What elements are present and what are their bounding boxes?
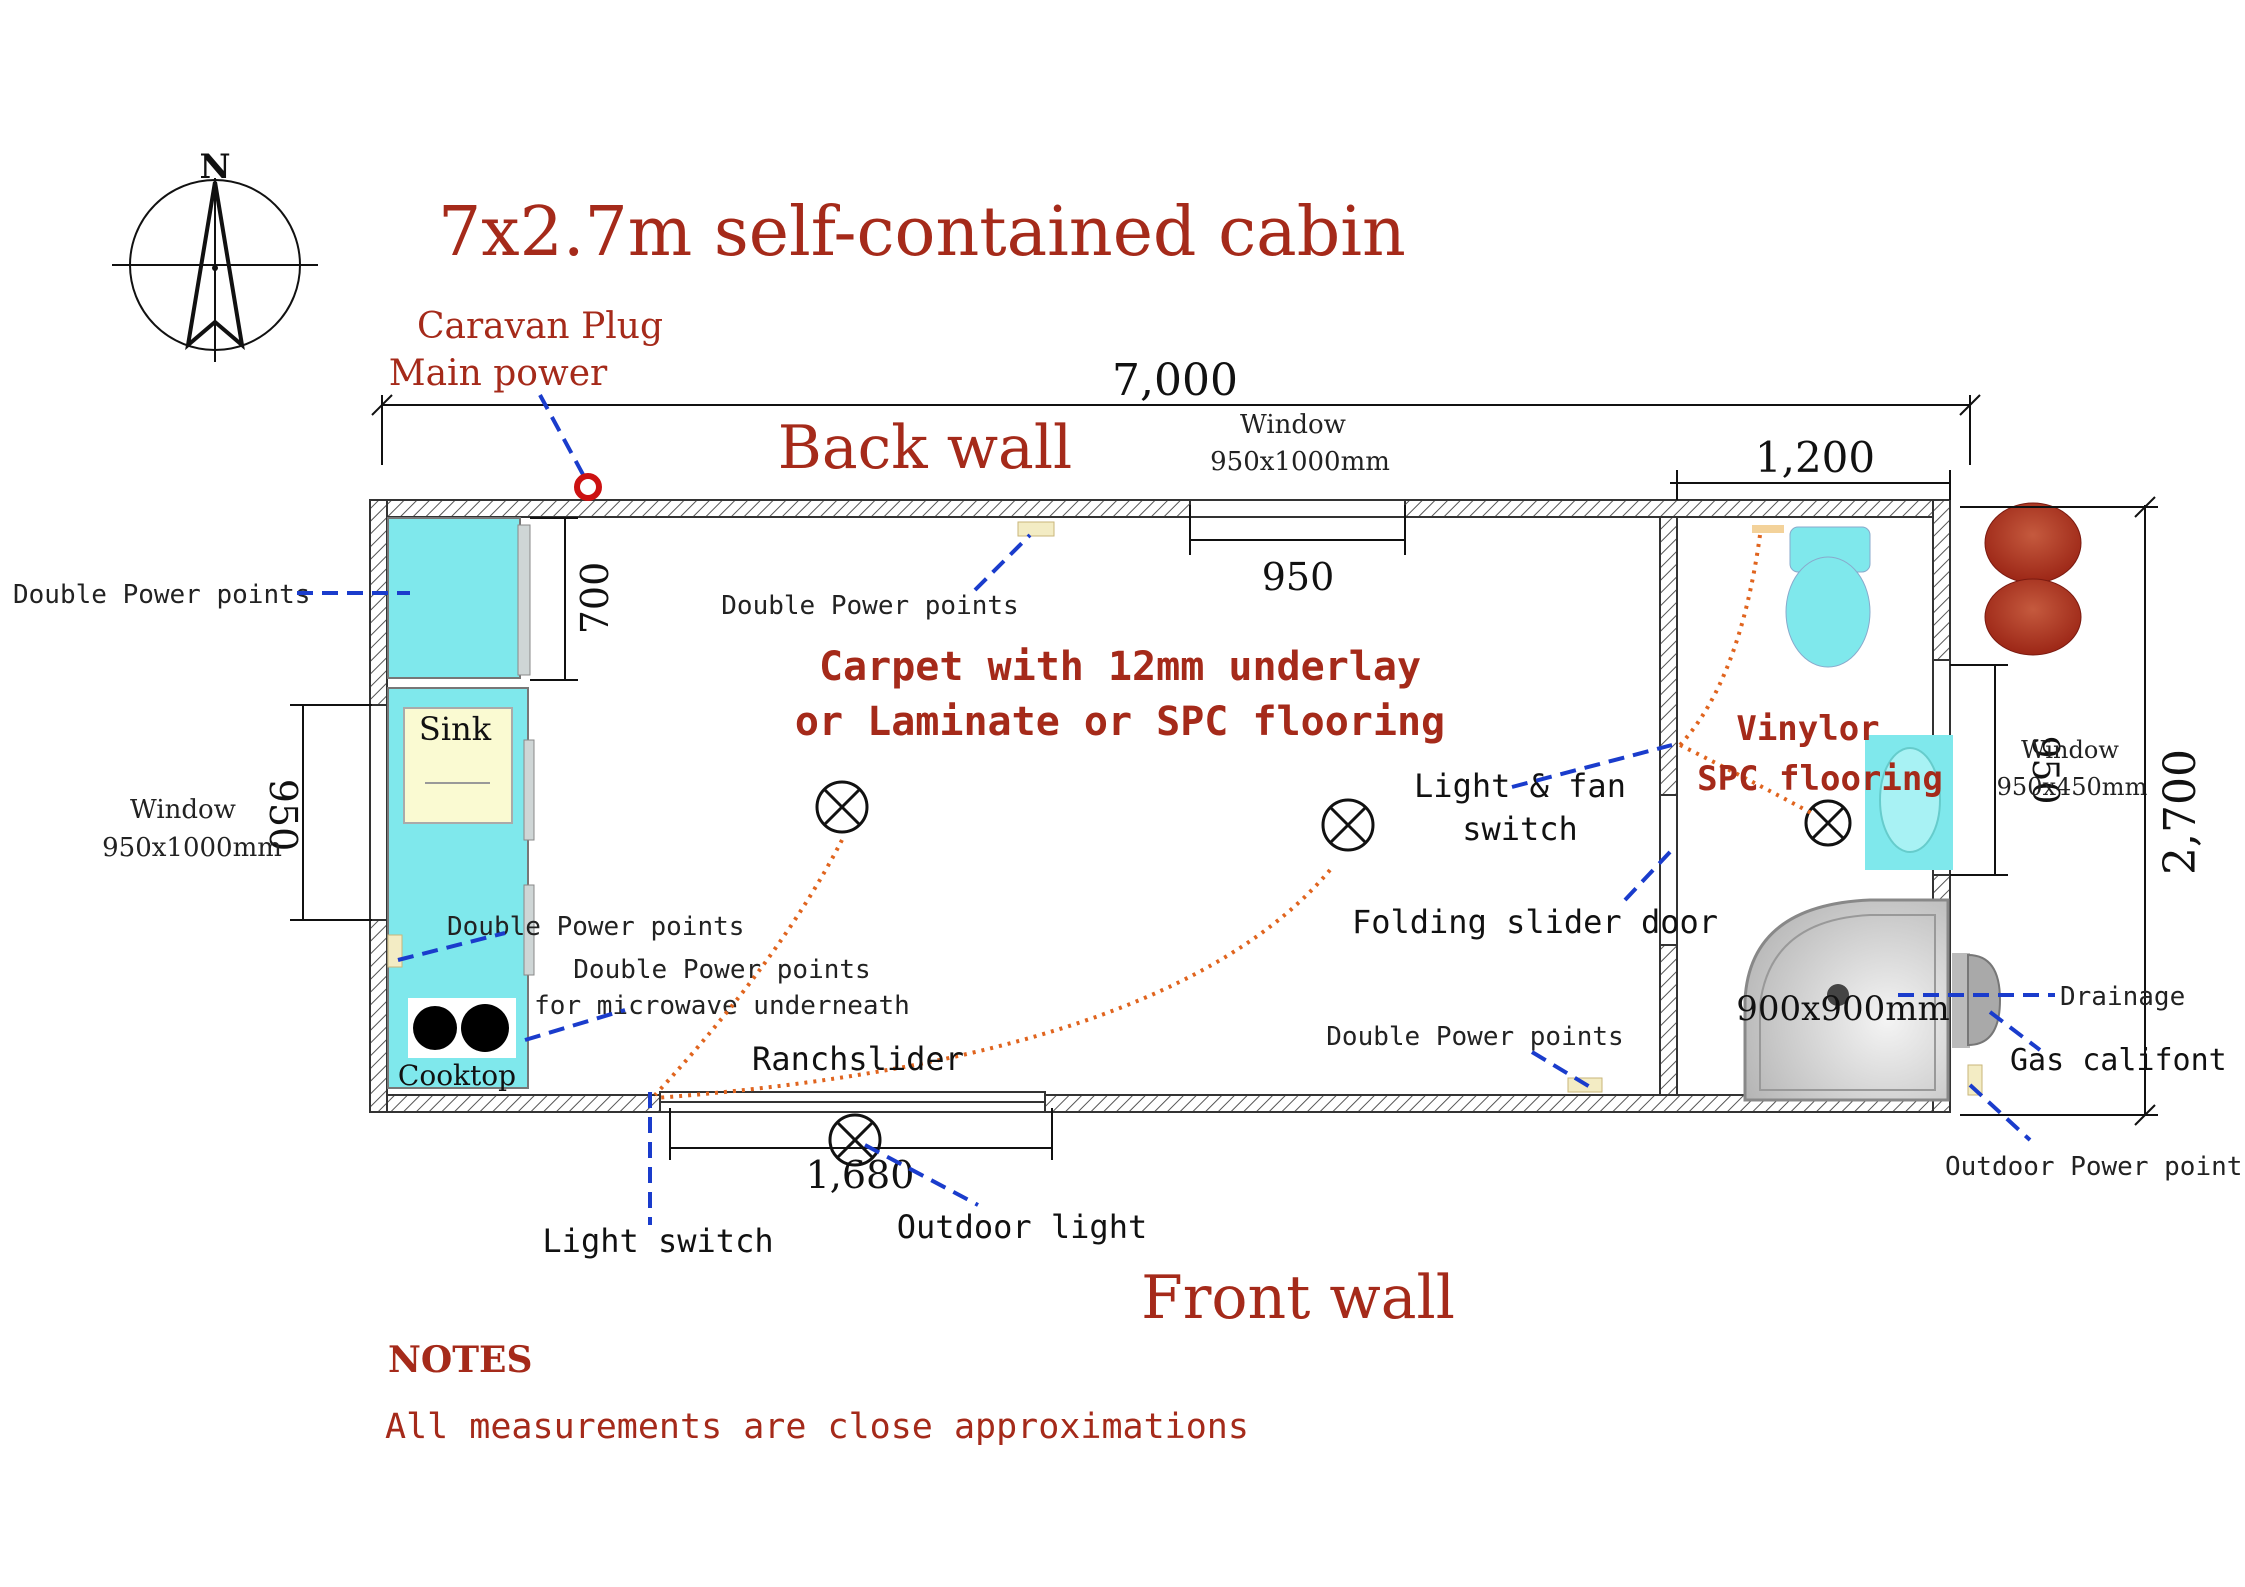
shower	[1743, 898, 1950, 1102]
sink	[403, 707, 513, 824]
ceiling-light-icon	[815, 780, 869, 834]
flooring-bath-line1: Vinylor	[1736, 709, 1879, 749]
notes-heading: NOTES	[388, 1339, 533, 1381]
back-window-opening	[1189, 499, 1406, 518]
gas-califont	[1952, 953, 2002, 1048]
toilet	[1785, 526, 1871, 668]
power-microwave-sublabel: for microwave underneath	[534, 991, 910, 1021]
wiring	[653, 534, 1816, 1100]
bathroom-width-value: 1,200	[1755, 433, 1875, 482]
overall-length-value: 7,000	[1112, 355, 1238, 406]
bathroom-width-dimension	[1670, 470, 1951, 500]
caravan-plug-sublabel: Main power	[389, 353, 608, 394]
side-window-dimension	[290, 704, 372, 921]
side-window-size: 950x1000mm	[102, 833, 282, 863]
cooktop-burner-icon	[413, 1006, 457, 1050]
back-wall-label: Back wall	[778, 413, 1072, 483]
back-window-size: 950x1000mm	[1210, 447, 1390, 477]
overall-width-value: 2,700	[2155, 749, 2206, 875]
flooring-main-line2: or Laminate or SPC flooring	[795, 699, 1445, 745]
overall-length-dimension	[371, 394, 1981, 465]
bathroom-light-fan-icon	[1804, 799, 1852, 847]
flooring-bath-line2: SPC flooring	[1697, 759, 1943, 799]
caravan-plug-icon	[574, 473, 602, 501]
shower-size-label: 900x900mm	[1736, 989, 1949, 1029]
side-window-label: Window	[130, 795, 236, 825]
light-switch-label: Light switch	[542, 1222, 773, 1260]
bath-window-label: Window	[2021, 736, 2119, 764]
back-window-width: 950	[1262, 555, 1335, 599]
side-window-opening	[369, 704, 388, 921]
back-window-label: Window	[1240, 410, 1346, 440]
outdoor-light-label: Outdoor light	[897, 1208, 1147, 1246]
fridge-depth-value: 700	[573, 562, 617, 635]
ranchslider-label: Ranchslider	[752, 1040, 964, 1078]
folding-door-label: Folding slider door	[1352, 903, 1718, 941]
front-wall-label: Front wall	[1141, 1263, 1455, 1333]
north-arrow-icon	[185, 181, 245, 351]
power-point-icon	[1017, 521, 1055, 537]
bath-window-dimension	[1950, 664, 2008, 876]
power-front-right-label: Double Power points	[1326, 1022, 1623, 1052]
sink-label: Sink	[419, 710, 492, 748]
hot-water-cylinders	[1984, 502, 2082, 656]
ceiling-light-icon	[1321, 798, 1375, 852]
compass	[112, 178, 318, 362]
overall-width-dimension	[1960, 496, 2158, 1126]
side-window-width: 950	[261, 779, 305, 852]
notes-text: All measurements are close approximation…	[385, 1407, 1249, 1447]
bath-window-size: 950x450mm	[1997, 773, 2148, 801]
power-kitchen-label: Double Power points	[447, 912, 744, 942]
north-label: N	[199, 147, 230, 187]
power-point-icon	[387, 934, 403, 968]
page-title: 7x2.7m self-contained cabin	[438, 193, 1406, 272]
back-window-dimension	[1189, 505, 1406, 555]
power-point-icon	[1752, 525, 1784, 533]
caravan-plug-label: Caravan Plug	[417, 306, 663, 347]
light-fan-switch-sublabel: switch	[1462, 810, 1578, 848]
outdoor-light-icon	[828, 1113, 882, 1167]
gas-califont-label: Gas califont	[2010, 1043, 2227, 1078]
outdoor-power-label: Outdoor Power points	[1945, 1152, 2245, 1182]
fridge	[387, 517, 521, 679]
drainage-label: Drainage	[2060, 982, 2185, 1012]
flooring-main-line1: Carpet with 12mm underlay	[819, 644, 1421, 690]
bath-window-width: 950	[2024, 736, 2065, 805]
cooktop-label: Cooktop	[398, 1059, 516, 1092]
power-back-label: Double Power points	[721, 591, 1018, 621]
fridge-depth-dimension	[530, 517, 578, 681]
folding-door-opening	[1659, 794, 1678, 946]
ranchslider-dimension	[669, 1108, 1053, 1160]
cooktop-burner-icon	[461, 1004, 509, 1052]
power-left-label: Double Power points	[13, 580, 310, 610]
power-microwave-label: Double Power points	[573, 955, 870, 985]
ranchslider-width: 1,680	[806, 1153, 915, 1197]
